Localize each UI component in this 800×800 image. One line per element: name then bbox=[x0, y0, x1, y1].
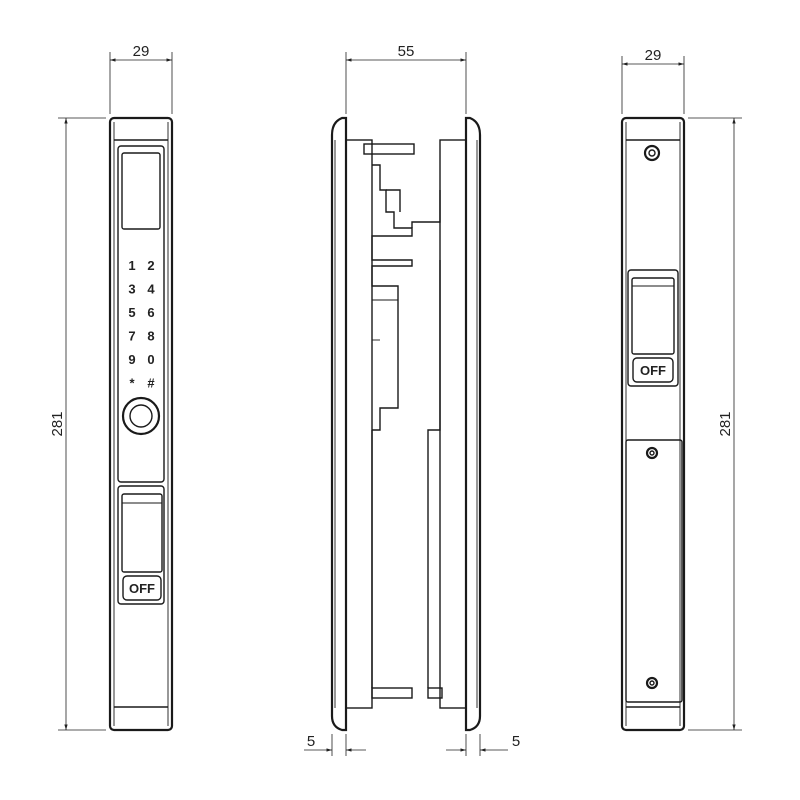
back-switch-window bbox=[631, 277, 675, 355]
front-view: OFF bbox=[108, 116, 174, 732]
side-inner-body-left bbox=[345, 139, 373, 709]
dim-left-offset: 5 bbox=[304, 733, 366, 756]
side-mechanism bbox=[371, 164, 413, 431]
back-switch-frame bbox=[627, 269, 679, 387]
keypad-panel bbox=[117, 145, 165, 483]
side-outer-plate-left bbox=[330, 116, 348, 732]
dim-back-width: 29 bbox=[621, 47, 685, 114]
keypad-key-4[interactable]: 4 bbox=[147, 282, 155, 297]
dim-left-offset-label: 5 bbox=[307, 733, 315, 750]
back-screw-middle bbox=[645, 446, 659, 460]
front-switch-frame bbox=[117, 485, 165, 605]
side-inner-body-right bbox=[439, 139, 467, 709]
back-screw-bottom bbox=[645, 676, 659, 690]
back-lower-plate bbox=[625, 439, 683, 703]
front-body bbox=[108, 116, 174, 732]
dim-front-height-label: 281 bbox=[49, 411, 66, 436]
front-off-label: OFF bbox=[129, 581, 155, 596]
keypad-key-hash[interactable]: # bbox=[147, 376, 155, 391]
dim-back-width-label: 29 bbox=[645, 47, 662, 64]
side-outer-plate-right bbox=[464, 116, 482, 732]
dim-back-height-label: 281 bbox=[717, 411, 734, 436]
keypad-key-7[interactable]: 7 bbox=[128, 329, 135, 344]
dim-front-width-label: 29 bbox=[133, 43, 150, 60]
dim-side-width-label: 55 bbox=[398, 43, 415, 60]
bottom-post-right bbox=[427, 687, 443, 699]
keypad-key-1[interactable]: 1 bbox=[128, 258, 135, 273]
front-switch-window bbox=[121, 493, 163, 573]
keypad-key-9[interactable]: 9 bbox=[128, 352, 135, 367]
bottom-post-left bbox=[371, 687, 413, 699]
keypad-key-5[interactable]: 5 bbox=[128, 305, 135, 320]
back-off-label: OFF bbox=[640, 363, 666, 378]
keypad-key-8[interactable]: 8 bbox=[147, 329, 154, 344]
top-post-left bbox=[363, 143, 415, 155]
dim-front-width: 29 bbox=[109, 43, 173, 114]
back-view: OFF bbox=[620, 116, 686, 732]
keypad-key-star[interactable]: * bbox=[129, 376, 135, 391]
keypad-key-3[interactable]: 3 bbox=[128, 282, 135, 297]
dim-right-offset-label: 5 bbox=[512, 733, 520, 750]
keypad-key-0[interactable]: 0 bbox=[147, 352, 154, 367]
front-off-button[interactable] bbox=[122, 575, 162, 601]
back-screw-top bbox=[643, 144, 661, 162]
fingerprint-sensor[interactable] bbox=[121, 396, 161, 436]
dim-right-offset: 5 bbox=[446, 733, 520, 756]
keypad-key-2[interactable]: 2 bbox=[147, 258, 154, 273]
side-view bbox=[330, 116, 482, 732]
dim-back-height: 281 bbox=[688, 117, 742, 731]
dim-front-height: 281 bbox=[49, 117, 106, 731]
display-window bbox=[121, 152, 161, 230]
back-off-button[interactable] bbox=[632, 357, 674, 383]
keypad-key-6[interactable]: 6 bbox=[147, 305, 154, 320]
dim-side-width: 55 bbox=[345, 43, 467, 114]
back-body bbox=[620, 116, 686, 732]
